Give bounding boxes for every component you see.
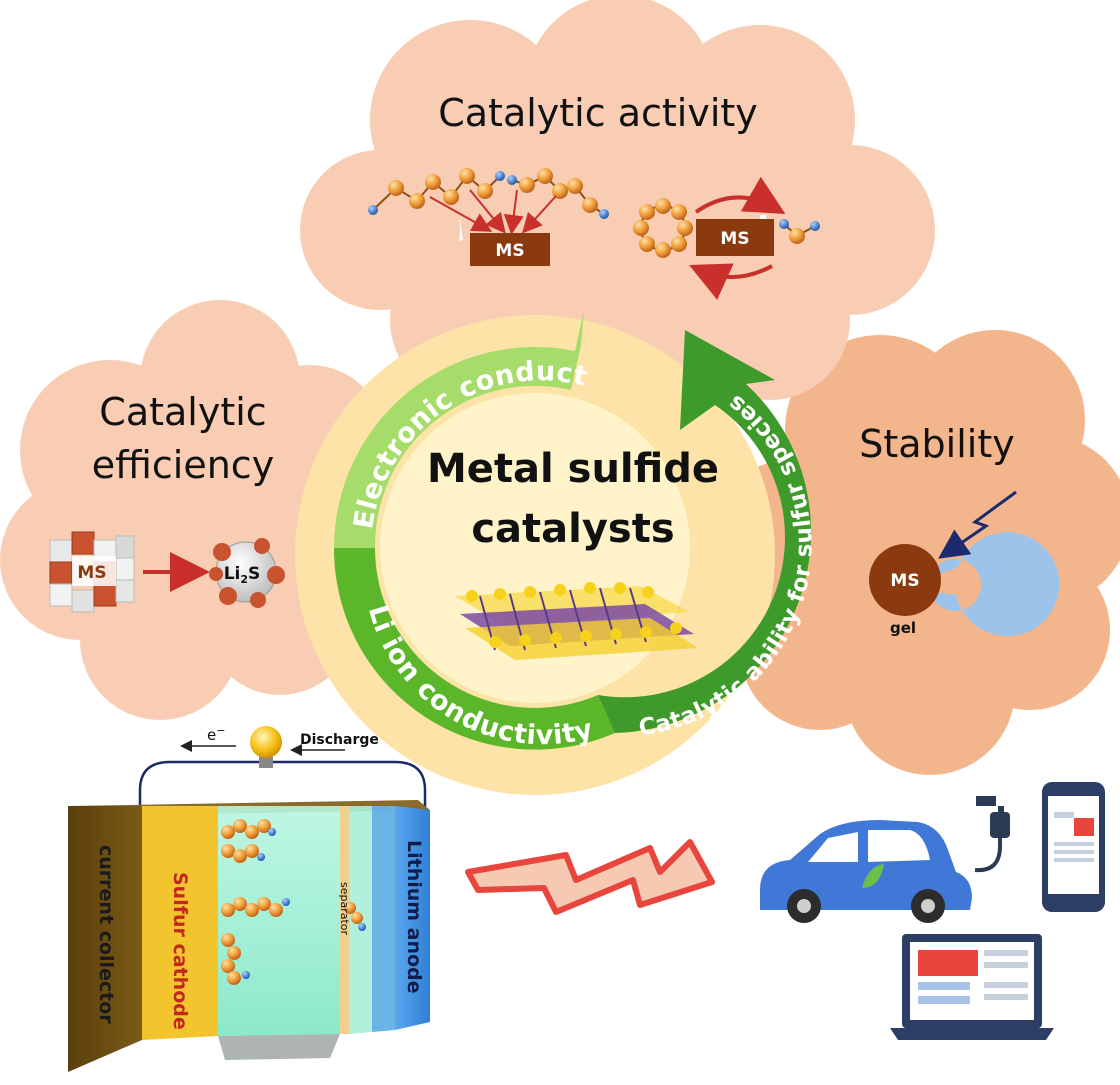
- layered-crystal-icon: [455, 582, 698, 660]
- sulfur-chain-icon: [344, 902, 366, 931]
- ms-label: MS: [77, 563, 106, 583]
- conversion-cycle-arrows-icon: [689, 176, 786, 300]
- separator-layer: [340, 806, 350, 1034]
- li2s-particle-icon: Li2S: [209, 538, 285, 608]
- lithium-anode-layer: [395, 806, 430, 1030]
- ms-block-conversion: MS: [696, 219, 774, 256]
- battery-cell: e− Discharge: [68, 724, 430, 1072]
- polysulfide-chain-icon: [507, 168, 609, 219]
- ms-cube-cluster-icon: MS: [49, 531, 135, 613]
- ms-block-adsorption: MS: [470, 233, 550, 266]
- electron-label: e−: [207, 724, 225, 744]
- lithium-anode-label: Lithium anode: [403, 840, 425, 994]
- catalytic-activity-title: Catalytic activity: [438, 91, 758, 135]
- charging-plug-icon: [974, 796, 1010, 873]
- short-sulfide-icon: [779, 219, 820, 244]
- catalytic-efficiency-title-line1: Catalytic: [99, 390, 266, 434]
- catalytic-efficiency-title-line2: efficiency: [92, 443, 274, 487]
- ring-segment-li-ion: [333, 548, 615, 750]
- polysulfide-chain-icon: [368, 168, 505, 215]
- sulfur-cathode-layer: [142, 806, 218, 1040]
- adsorption-arrows-icon: [429, 189, 557, 235]
- gel-label: gel: [890, 619, 916, 637]
- current-collector-label: current collector: [95, 845, 117, 1024]
- electric-car-icon: [760, 820, 972, 923]
- discharge-label: Discharge: [300, 732, 379, 748]
- ms-label: MS: [890, 571, 919, 591]
- ms-label: MS: [495, 241, 524, 261]
- ring-segment-electronic: [334, 310, 584, 548]
- li2s-label: Li2S: [224, 564, 261, 586]
- center-title-line2: catalysts: [471, 506, 674, 552]
- power-bolt-arrow-icon: [465, 839, 715, 915]
- smartphone-icon: [1042, 782, 1105, 912]
- sulfur-cathode-label: Sulfur cathode: [169, 872, 191, 1030]
- current-collector-layer: [68, 806, 142, 1072]
- attack-arrow-icon: [938, 490, 1017, 559]
- ring-segment-catalytic: [598, 330, 812, 733]
- sulfur-chain-icon: [221, 897, 290, 917]
- sulfur-chain-icon: [221, 819, 276, 863]
- circuit-wire: [138, 760, 427, 810]
- stability-title: Stability: [859, 422, 1015, 466]
- laptop-icon: [890, 934, 1054, 1040]
- light-bulb-icon: [250, 726, 282, 768]
- sulfur-chain-icon: [221, 933, 250, 985]
- center-title-line1: Metal sulfide: [427, 446, 719, 492]
- ms-label: MS: [720, 229, 749, 249]
- electrolyte-region: [218, 806, 340, 1036]
- separator-label: separator: [338, 882, 351, 936]
- s8-ring-icon: [633, 198, 693, 258]
